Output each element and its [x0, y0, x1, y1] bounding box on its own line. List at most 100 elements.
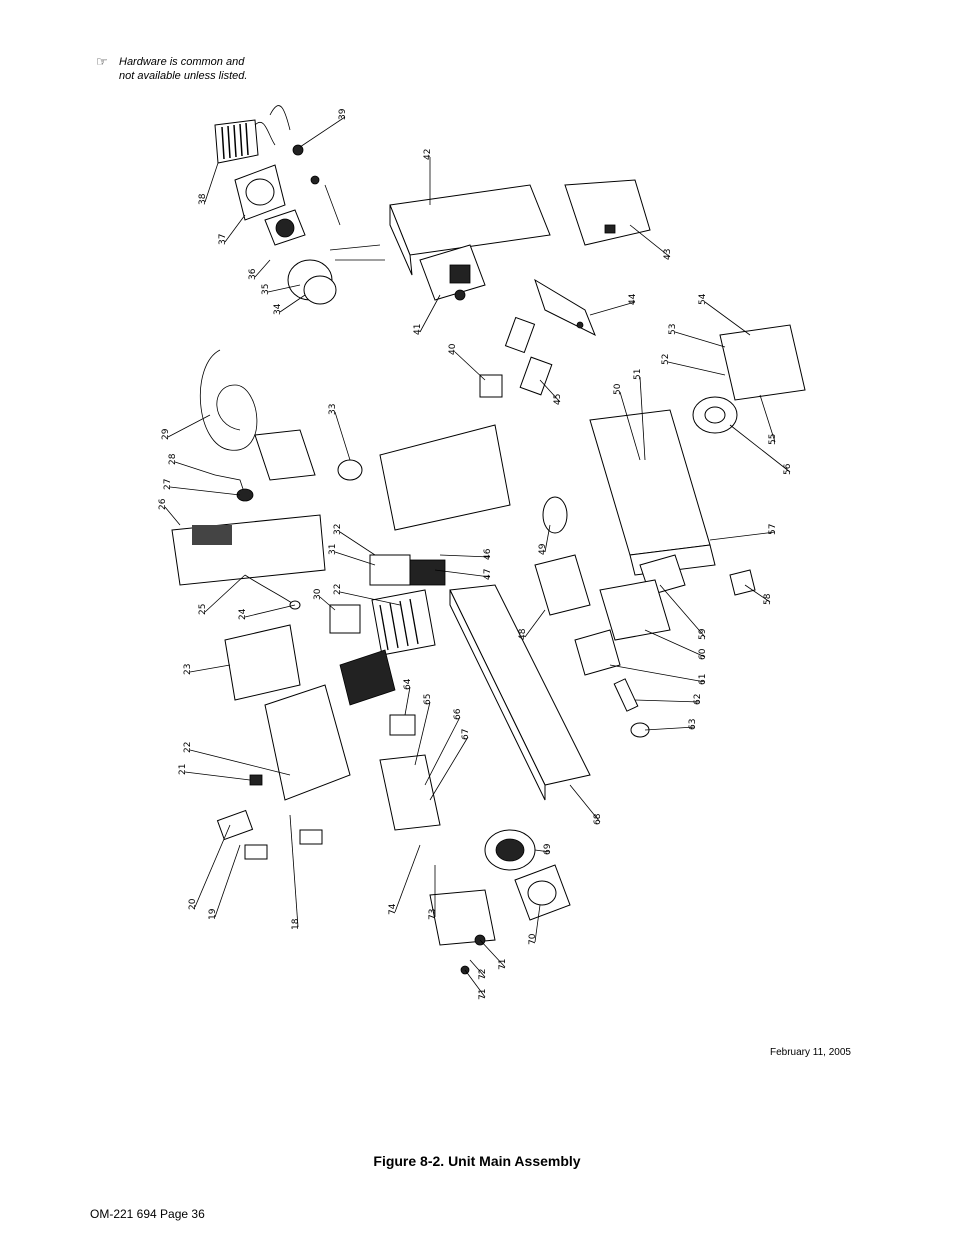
- callout-number: 25: [198, 604, 208, 615]
- callout-leader: [744, 584, 771, 603]
- callout-leader: [434, 569, 491, 578]
- callout-number: 44: [628, 293, 638, 305]
- callout-leader: [644, 629, 706, 658]
- callout-leader: [634, 699, 701, 703]
- callout-leader: [729, 424, 791, 473]
- callout-leader: [479, 939, 506, 968]
- note-line-1: Hardware is common and: [119, 56, 245, 68]
- callout-leader: [404, 686, 411, 716]
- callout-leader: [189, 749, 291, 776]
- callout-leader: [469, 959, 486, 978]
- callout-leader: [709, 531, 776, 541]
- callout-number: 73: [428, 909, 438, 920]
- callout-number: 71: [498, 959, 508, 970]
- callout-number: 39: [338, 108, 348, 120]
- callout-number: 60: [698, 648, 708, 660]
- callout-leader: [589, 301, 636, 316]
- callout-leader: [204, 162, 219, 203]
- callout-leader: [644, 726, 696, 731]
- callout-number: 48: [518, 628, 528, 640]
- callout-leader: [164, 506, 181, 526]
- callout-leader: [339, 531, 376, 556]
- callout-number: 19: [208, 908, 218, 920]
- callout-leader: [539, 379, 561, 403]
- callout-leader: [419, 294, 441, 333]
- callout-leader: [319, 596, 336, 611]
- callout-leader: [184, 771, 251, 781]
- callout-leader: [454, 351, 486, 381]
- callout-number: 67: [461, 729, 471, 740]
- callout-leader: [289, 814, 299, 928]
- callout-number: 38: [198, 193, 208, 205]
- callout-number: 59: [698, 628, 708, 640]
- callout-leader: [299, 116, 346, 148]
- callout-number: 58: [763, 593, 773, 605]
- callout-number: 18: [291, 918, 301, 930]
- callout-leader: [659, 584, 706, 638]
- callout-leader: [534, 904, 541, 943]
- callout-leader: [244, 604, 296, 618]
- figure-title: Figure 8-2. Unit Main Assembly: [373, 1153, 581, 1169]
- callout-leader: [524, 609, 546, 638]
- callout-number: 37: [218, 234, 228, 245]
- callout-leader: [534, 849, 551, 853]
- callout-leader: [424, 716, 461, 786]
- hardware-note: ☞ Hardware is common and not available u…: [96, 55, 247, 83]
- callout-number: 51: [633, 369, 643, 380]
- callout-number: 28: [168, 453, 178, 465]
- callout-leader: [334, 411, 351, 461]
- callout-number: 24: [238, 608, 248, 620]
- callout-leader: [339, 591, 401, 606]
- callout-number: 46: [483, 548, 493, 560]
- callout-number: 62: [693, 694, 703, 705]
- callout-number: 26: [158, 498, 168, 510]
- callout-number: 32: [333, 524, 343, 535]
- callout-number: 66: [453, 708, 463, 720]
- callout-leader: [639, 376, 646, 461]
- callout-leader: [334, 551, 376, 566]
- callout-number: 36: [248, 268, 258, 280]
- callout-number: 43: [663, 249, 673, 260]
- callout-leader: [439, 554, 491, 558]
- callout-number: 49: [538, 543, 548, 555]
- callout-number: 21: [178, 764, 188, 775]
- callout-number: 55: [768, 434, 778, 445]
- callout-number: 45: [553, 394, 563, 405]
- callout-leader: [544, 524, 551, 553]
- page-footer: OM-221 694 Page 36: [90, 1207, 205, 1221]
- callout-leader: [569, 784, 601, 823]
- callout-number: 29: [161, 428, 171, 440]
- callout-number: 52: [661, 354, 671, 365]
- exploded-assembly-diagram: 1819202122222324252627282930313233343536…: [158, 105, 806, 1000]
- callout-number: 69: [543, 843, 553, 855]
- revision-date: February 11, 2005: [770, 1047, 851, 1058]
- callout-number: 30: [313, 588, 323, 600]
- callout-leader: [394, 844, 421, 913]
- callout-number: 47: [483, 569, 493, 580]
- callout-leader: [204, 574, 246, 613]
- callout-leader: [224, 214, 246, 243]
- callout-leader: [414, 701, 431, 766]
- callout-number: 34: [273, 303, 283, 315]
- callout-number: 42: [423, 149, 433, 160]
- callout-number: 72: [478, 969, 488, 980]
- callout-leader: [629, 224, 671, 258]
- callout-leader: [429, 736, 469, 801]
- heat-sink-38: [214, 119, 259, 164]
- callout-leader: [464, 969, 486, 998]
- callout-number: 35: [261, 284, 271, 295]
- callout-leader: [609, 664, 706, 683]
- callout-number: 23: [183, 664, 193, 675]
- callout-leader: [169, 486, 241, 496]
- callout-number: 27: [163, 479, 173, 490]
- callout-leader: [674, 331, 726, 348]
- pointing-hand-icon: ☞: [96, 54, 108, 69]
- callout-leader: [759, 394, 776, 443]
- callout-leader: [279, 294, 306, 313]
- callout-number: 53: [668, 324, 678, 335]
- callout-number: 41: [413, 324, 423, 335]
- callout-number: 65: [423, 694, 433, 705]
- callout-number: 63: [688, 719, 698, 730]
- callout-number: 40: [448, 343, 458, 355]
- callout-number: 71: [478, 989, 488, 1000]
